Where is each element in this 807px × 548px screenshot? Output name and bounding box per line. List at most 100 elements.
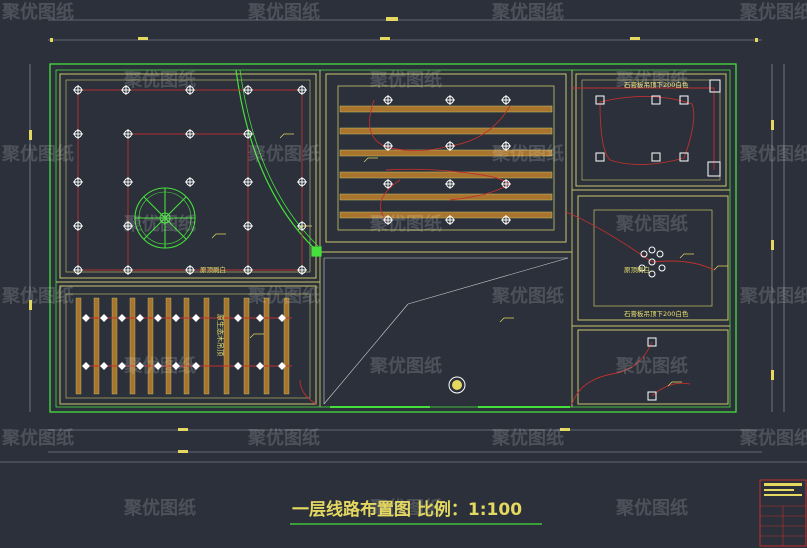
svg-text:聚优图纸: 聚优图纸 xyxy=(123,355,196,377)
svg-text:聚优图纸: 聚优图纸 xyxy=(369,213,442,235)
downlight-icon xyxy=(82,362,90,370)
square-light-icon xyxy=(647,391,657,401)
square-light-icon xyxy=(709,79,721,93)
downlight-icon xyxy=(278,314,286,322)
downlight-icon xyxy=(172,314,180,322)
chandelier-icon xyxy=(638,246,666,278)
ceiling-light-icon xyxy=(185,265,195,275)
svg-text:聚优图纸: 聚优图纸 xyxy=(1,285,74,307)
downlight-icon xyxy=(172,362,180,370)
ceiling-light-icon xyxy=(445,141,455,151)
ceiling-light-icon xyxy=(123,177,133,187)
downlight-icon xyxy=(234,362,242,370)
downlight-icon xyxy=(192,314,200,322)
drawing-title: 一层线路布置图 比例：1:100 xyxy=(292,499,522,520)
ceiling-light-icon xyxy=(123,221,133,231)
downlight-icon xyxy=(234,314,242,322)
svg-text:聚优图纸: 聚优图纸 xyxy=(615,213,688,235)
square-light-icon xyxy=(651,95,661,105)
downlight-icon xyxy=(192,362,200,370)
square-lights xyxy=(595,79,721,401)
svg-text:聚优图纸: 聚优图纸 xyxy=(615,69,688,91)
downlights xyxy=(82,314,286,370)
ceiling-light-icon xyxy=(383,141,393,151)
ceiling-light-icon xyxy=(297,177,307,187)
downlight-icon xyxy=(256,362,264,370)
square-light-icon xyxy=(679,152,689,162)
ceiling-light-icon xyxy=(297,85,307,95)
ceiling-light-icon xyxy=(243,129,253,139)
ceiling-light-icon xyxy=(73,177,83,187)
dimension-ticks xyxy=(29,17,774,453)
svg-text:聚优图纸: 聚优图纸 xyxy=(247,1,320,23)
wood-joists-stair-room xyxy=(75,297,290,395)
room-label-mr-center: 原顶刷白 xyxy=(624,265,650,274)
downlight-icon xyxy=(82,314,90,322)
wood-joists-hall xyxy=(339,105,553,219)
dimension-lines xyxy=(0,19,807,463)
ceiling-light-icon xyxy=(185,177,195,187)
square-light-icon xyxy=(679,95,689,105)
ceiling-light-icon xyxy=(383,95,393,105)
ceiling-light-icon xyxy=(73,221,83,231)
svg-text:聚优图纸: 聚优图纸 xyxy=(1,143,74,165)
svg-text:聚优图纸: 聚优图纸 xyxy=(491,1,564,23)
ceiling-light-icon xyxy=(501,141,511,151)
ceiling-light-icon xyxy=(123,129,133,139)
svg-text:聚优图纸: 聚优图纸 xyxy=(369,69,442,91)
svg-text:聚优图纸: 聚优图纸 xyxy=(491,143,564,165)
ceiling-light-icon xyxy=(243,221,253,231)
square-light-icon xyxy=(595,95,605,105)
room-label-mr-bottom: 石膏板吊顶下200白色 xyxy=(624,309,689,318)
svg-text:聚优图纸: 聚优图纸 xyxy=(123,213,196,235)
svg-text:聚优图纸: 聚优图纸 xyxy=(247,427,320,449)
ceiling-light-icon xyxy=(73,265,83,275)
svg-text:聚优图纸: 聚优图纸 xyxy=(615,355,688,377)
ceiling-lights xyxy=(73,85,511,275)
svg-text:聚优图纸: 聚优图纸 xyxy=(491,285,564,307)
ceiling-light-icon xyxy=(185,129,195,139)
ceiling-light-icon xyxy=(297,265,307,275)
entrance-light-icon xyxy=(448,376,466,394)
entrance-lines xyxy=(323,257,569,405)
downlight-icon xyxy=(154,314,162,322)
downlight-icon xyxy=(118,314,126,322)
level-markers xyxy=(211,133,728,387)
ceiling-light-icon xyxy=(243,265,253,275)
downlight-icon xyxy=(100,362,108,370)
watermarks: 聚优图纸 聚优图纸 聚优图纸 聚优图纸 聚优图纸 聚优图纸 聚优图纸 聚优图纸 … xyxy=(1,1,807,519)
svg-text:聚优图纸: 聚优图纸 xyxy=(369,497,442,519)
ceiling-light-icon xyxy=(445,215,455,225)
ceiling-light-icon xyxy=(383,179,393,189)
stair-room-label: 原生态木吊顶 xyxy=(216,314,225,356)
svg-text:聚优图纸: 聚优图纸 xyxy=(247,285,320,307)
ceiling-light-icon xyxy=(121,85,131,95)
downlight-icon xyxy=(136,362,144,370)
ceiling-frames xyxy=(59,73,729,405)
ceiling-light-icon xyxy=(243,85,253,95)
downlight-icon xyxy=(118,362,126,370)
room-label-tl: 原顶刷白 xyxy=(200,265,226,274)
square-light-icon xyxy=(651,152,661,162)
downlight-icon xyxy=(136,314,144,322)
downlight-icon xyxy=(154,362,162,370)
ceiling-light-icon xyxy=(243,177,253,187)
svg-text:聚优图纸: 聚优图纸 xyxy=(123,69,196,91)
title-block-icon xyxy=(759,479,807,547)
svg-text:聚优图纸: 聚优图纸 xyxy=(369,355,442,377)
spiral-stair-icon xyxy=(134,187,196,249)
building-walls xyxy=(49,63,737,413)
svg-text:聚优图纸: 聚优图纸 xyxy=(615,497,688,519)
square-light-icon xyxy=(707,161,721,177)
ceiling-light-icon xyxy=(445,95,455,105)
ceiling-light-icon xyxy=(185,85,195,95)
curved-wall xyxy=(235,69,322,257)
ceiling-light-icon xyxy=(73,129,83,139)
svg-text:聚优图纸: 聚优图纸 xyxy=(123,497,196,519)
ceiling-light-icon xyxy=(501,95,511,105)
square-light-icon xyxy=(647,337,657,347)
room-label-tr: 石膏板吊顶下200白色 xyxy=(624,80,689,89)
ceiling-light-icon xyxy=(445,179,455,189)
